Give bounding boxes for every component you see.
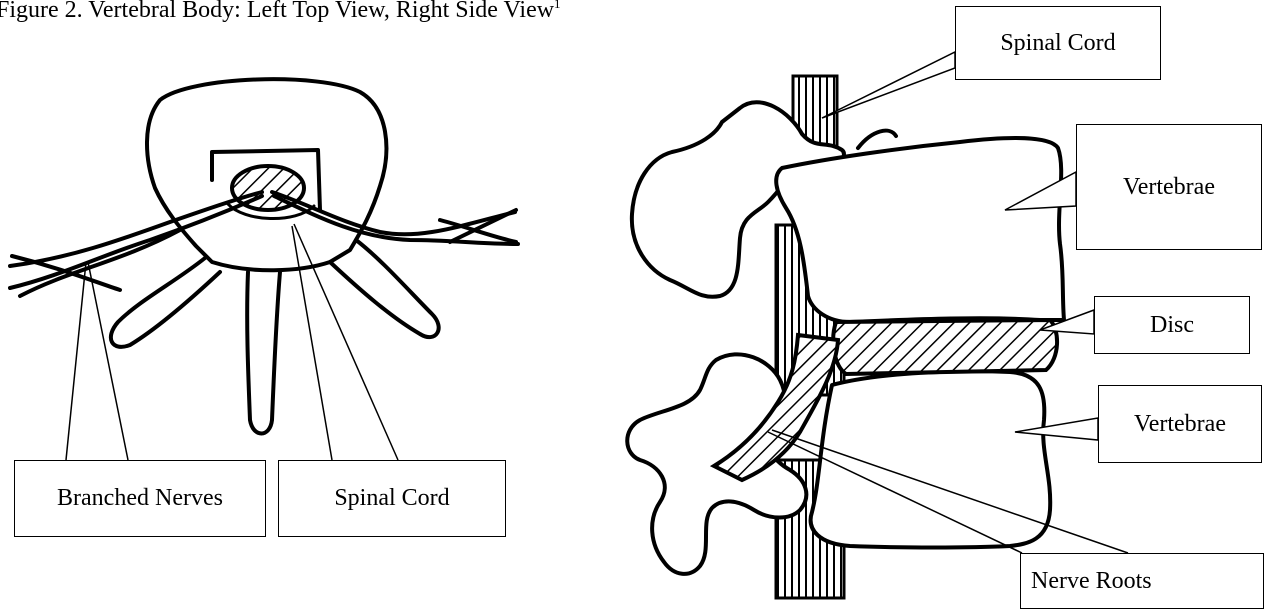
label-disc: Disc [1094,296,1250,354]
label-vertebrae-upper: Vertebrae [1076,124,1262,250]
label-vertebrae-lower-text: Vertebrae [1134,411,1226,438]
spinous-process [247,272,280,434]
lower-vertebral-body [811,371,1051,547]
label-disc-text: Disc [1150,312,1194,339]
right-transverse-process [330,240,439,337]
upper-vertebral-body [776,138,1064,322]
label-branched-nerves: Branched Nerves [14,460,266,537]
label-spinal-cord-side: Spinal Cord [955,6,1161,80]
intervertebral-disc [833,320,1057,374]
label-vertebrae-lower: Vertebrae [1098,385,1262,463]
top-view-vertebra [111,79,439,433]
label-nerve-roots-text: Nerve Roots [1031,568,1152,595]
label-spinal-cord-top-text: Spinal Cord [334,485,449,512]
label-branched-nerves-text: Branched Nerves [57,485,223,512]
label-vertebrae-upper-text: Vertebrae [1123,174,1215,201]
label-nerve-roots: Nerve Roots [1020,553,1264,609]
label-spinal-cord-side-text: Spinal Cord [1000,30,1115,57]
label-spinal-cord-top: Spinal Cord [278,460,506,537]
left-transverse-process [111,258,220,347]
